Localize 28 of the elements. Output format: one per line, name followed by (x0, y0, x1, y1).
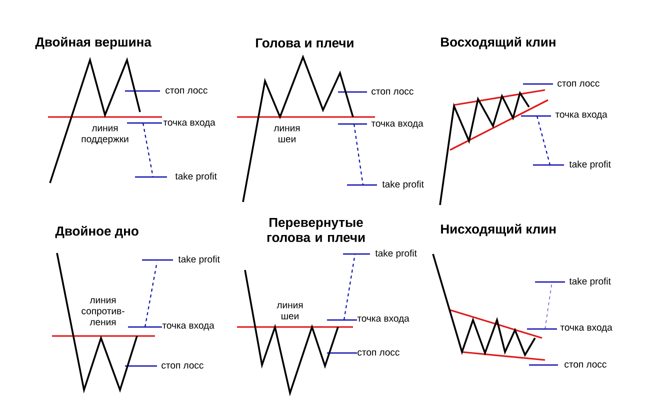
level-label: стоп лосс (166, 88, 208, 94)
level-label: take profit (175, 172, 217, 182)
line-label: линия шеи (276, 303, 303, 320)
level-label: take profit (382, 180, 424, 190)
level-label: стоп лосс (162, 363, 204, 369)
level-label: стоп лосс (564, 362, 606, 368)
level-label: стоп лосс (358, 350, 400, 356)
level-label: точка входа (371, 122, 424, 128)
level-label: стоп лосс (558, 81, 600, 87)
line-label: линия шеи (274, 126, 300, 142)
level-label: точка входа (162, 324, 214, 330)
panel-title: Двойная вершина (35, 36, 152, 50)
panel-title: Голова и плечи (256, 38, 354, 48)
level-label: точка входа (357, 316, 410, 324)
panel-title: Двойное дно (55, 226, 138, 238)
level-label: стоп лосс (372, 89, 414, 95)
level-label: точка входа (555, 112, 608, 120)
line-label: линия сопротив-ления (82, 298, 124, 326)
level-label: точка входа (560, 326, 612, 332)
level-label: take profit (569, 278, 611, 286)
panel-title: Нисходящий клин (441, 224, 556, 236)
panel-title: Восходящий клин (441, 36, 556, 50)
level-label: точка входа (163, 120, 216, 128)
panel-title: Перевернутые голова и плечи (267, 218, 365, 242)
level-label: take profit (375, 250, 417, 258)
level-label: take profit (178, 256, 220, 264)
line-label: линия поддержки (82, 126, 128, 144)
level-label: take profit (569, 160, 611, 170)
